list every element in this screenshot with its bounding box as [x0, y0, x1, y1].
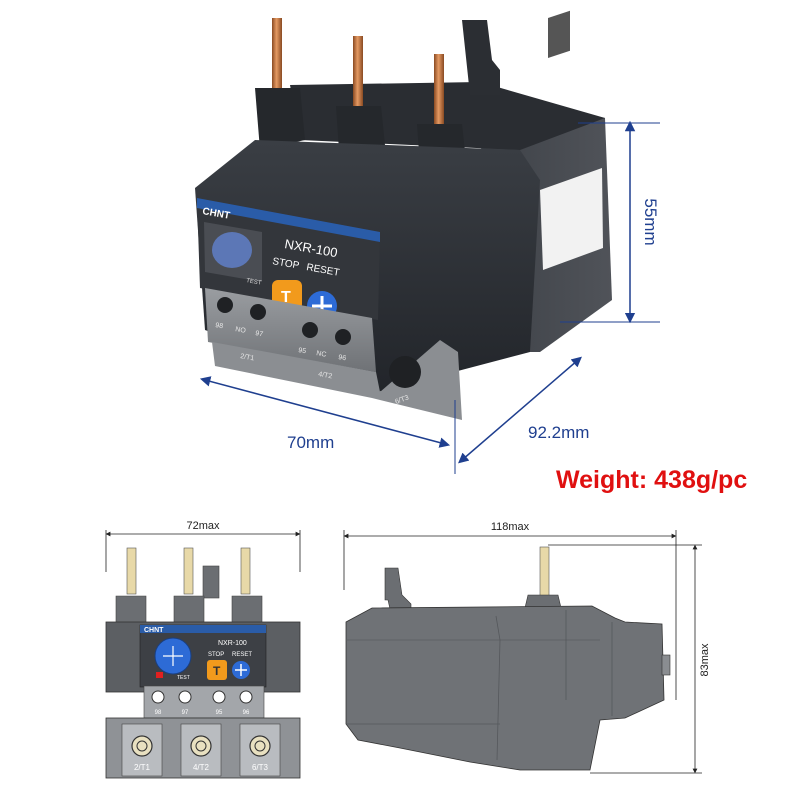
front-width-dimension-label: 72max: [186, 520, 220, 532]
front-main-terminal-label: 2/T1: [134, 763, 151, 772]
copper-pin: [272, 18, 282, 100]
terminal-label: 2/T1: [240, 353, 255, 362]
side-height-dimension-label: 83max: [699, 643, 711, 677]
front-main-terminal-label: 4/T2: [193, 763, 210, 772]
current-dial[interactable]: [212, 232, 252, 268]
front-terminal-label: 97: [182, 710, 189, 716]
brand-strip: [197, 198, 380, 242]
front-stop-button-label: T: [213, 664, 221, 678]
width-dimension-line: [199, 376, 451, 448]
photo-dimensions: 55mm 70mm 92.2mm: [199, 120, 660, 474]
pin-tower: [255, 88, 305, 150]
terminal-screw: [335, 329, 351, 345]
brand-logo: CHNT: [201, 206, 230, 222]
terminal-label: 97: [255, 330, 264, 338]
front-main-terminal-label: 6/T3: [252, 763, 269, 772]
terminal-screw: [302, 322, 318, 338]
terminal-label: 98: [215, 322, 224, 330]
stop-label: STOP: [271, 256, 300, 272]
front-stop: STOP: [208, 652, 224, 658]
height-dimension-label: 55mm: [641, 198, 660, 245]
terminal-label: 4/T2: [318, 371, 333, 380]
front-view-drawing: 72max CHNT NXR-100 STOP RESET TEST T 98 …: [105, 520, 301, 779]
terminal-screw: [217, 297, 233, 313]
front-hook: [202, 565, 220, 599]
side-body: [345, 605, 665, 771]
aux-terminal-block: [205, 288, 376, 372]
front-model: NXR-100: [218, 640, 247, 647]
depth-dimension-line: [458, 356, 582, 464]
front-brand: CHNT: [144, 627, 164, 634]
width-dimension-label: 70mm: [287, 433, 334, 452]
test-label: TEST: [246, 278, 262, 287]
depth-dimension-label: 92.2mm: [528, 423, 589, 442]
terminal-label: NC: [316, 350, 327, 359]
terminal-hole: [389, 356, 421, 388]
weight-label: Weight: 438g/pc: [556, 466, 748, 494]
terminal-label: NO: [235, 326, 247, 335]
side-view-drawing: 118max 83max: [343, 521, 711, 774]
copper-pin: [434, 54, 444, 136]
side-width-dimension-label: 118max: [491, 521, 530, 533]
front-terminal-label: 95: [216, 710, 223, 716]
stop-button-label: T: [281, 289, 291, 306]
copper-pin: [353, 36, 363, 118]
front-test: TEST: [177, 675, 190, 681]
terminal-label: 95: [298, 347, 307, 355]
terminal-screw: [250, 304, 266, 320]
qr-label: [540, 10, 603, 270]
relay-hook: [462, 20, 500, 95]
front-terminal-label: 96: [243, 710, 250, 716]
terminal-label: 96: [338, 354, 347, 362]
front-reset: RESET: [232, 652, 252, 658]
relay-photo: CHNT TEST NXR-100 STOP RESET T 98 NO 97 …: [195, 10, 612, 420]
front-terminal-label: 98: [155, 710, 162, 716]
front-stop-button: [207, 660, 227, 680]
